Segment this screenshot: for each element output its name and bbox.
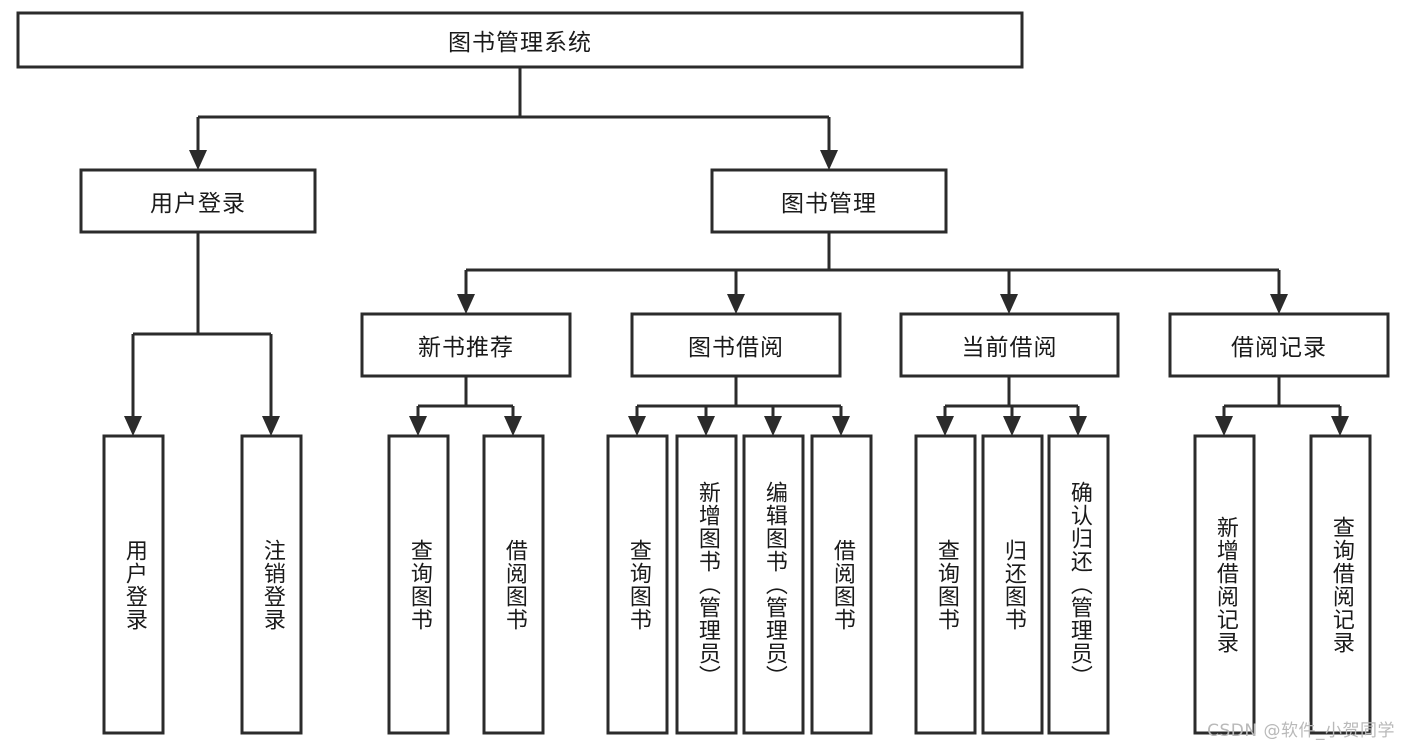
arrow-head-icon [1000,294,1018,314]
arrow-head-icon [936,416,954,436]
node-box-book-manage[interactable] [710,168,948,234]
arrow-head-icon [189,150,207,170]
connector-group-book-manage-to-level3 [457,232,1288,314]
arrow-head-icon [409,416,427,436]
arrow-head-icon [1003,416,1021,436]
node-box-leaf-query-book-1[interactable] [387,434,450,735]
node-box-leaf-query-book-3[interactable] [914,434,977,735]
node-box-book-borrow[interactable] [630,312,842,378]
node-box-user-login[interactable] [79,168,317,234]
arrow-head-icon [1331,416,1349,436]
arrow-head-icon [1215,416,1233,436]
node-box-leaf-add-borrow-record[interactable] [1193,434,1256,735]
connector-group-borrow-record-to-leaves [1215,376,1349,436]
node-box-leaf-user-login[interactable] [102,434,165,735]
arrow-head-icon [1270,294,1288,314]
connector-group-user-login-to-leaves [124,232,280,436]
node-box-root[interactable] [16,11,1024,69]
connector-group-root-to-level2 [189,67,838,170]
arrow-head-icon [727,294,745,314]
arrow-head-icon [764,416,782,436]
node-layer [16,11,1390,735]
connector-group-book-borrow-to-leaves [628,376,850,436]
node-box-leaf-confirm-return-admin[interactable] [1047,434,1110,735]
arrow-head-icon [457,294,475,314]
node-box-leaf-add-book-admin[interactable] [675,434,738,735]
arrow-head-icon [628,416,646,436]
node-box-leaf-borrow-book-1[interactable] [482,434,545,735]
watermark-text: CSDN @软件_小贺同学 [1207,721,1395,741]
node-box-current-borrow[interactable] [899,312,1120,378]
arrow-head-icon [504,416,522,436]
node-box-leaf-borrow-book-2[interactable] [810,434,873,735]
node-box-leaf-edit-book-admin[interactable] [742,434,805,735]
node-box-new-book-rec[interactable] [360,312,572,378]
node-box-leaf-query-book-2[interactable] [606,434,669,735]
connector-group-new-book-rec-to-leaves [409,376,522,436]
node-box-leaf-logout-login[interactable] [240,434,303,735]
node-box-borrow-record[interactable] [1168,312,1390,378]
node-box-leaf-return-book[interactable] [981,434,1044,735]
connector-layer [124,67,1349,436]
arrow-head-icon [697,416,715,436]
node-box-leaf-query-borrow-record[interactable] [1309,434,1372,735]
arrow-head-icon [1069,416,1087,436]
arrow-head-icon [832,416,850,436]
arrow-head-icon [124,416,142,436]
connector-group-current-borrow-to-leaves [936,376,1087,436]
arrow-head-icon [820,150,838,170]
arrow-head-icon [262,416,280,436]
